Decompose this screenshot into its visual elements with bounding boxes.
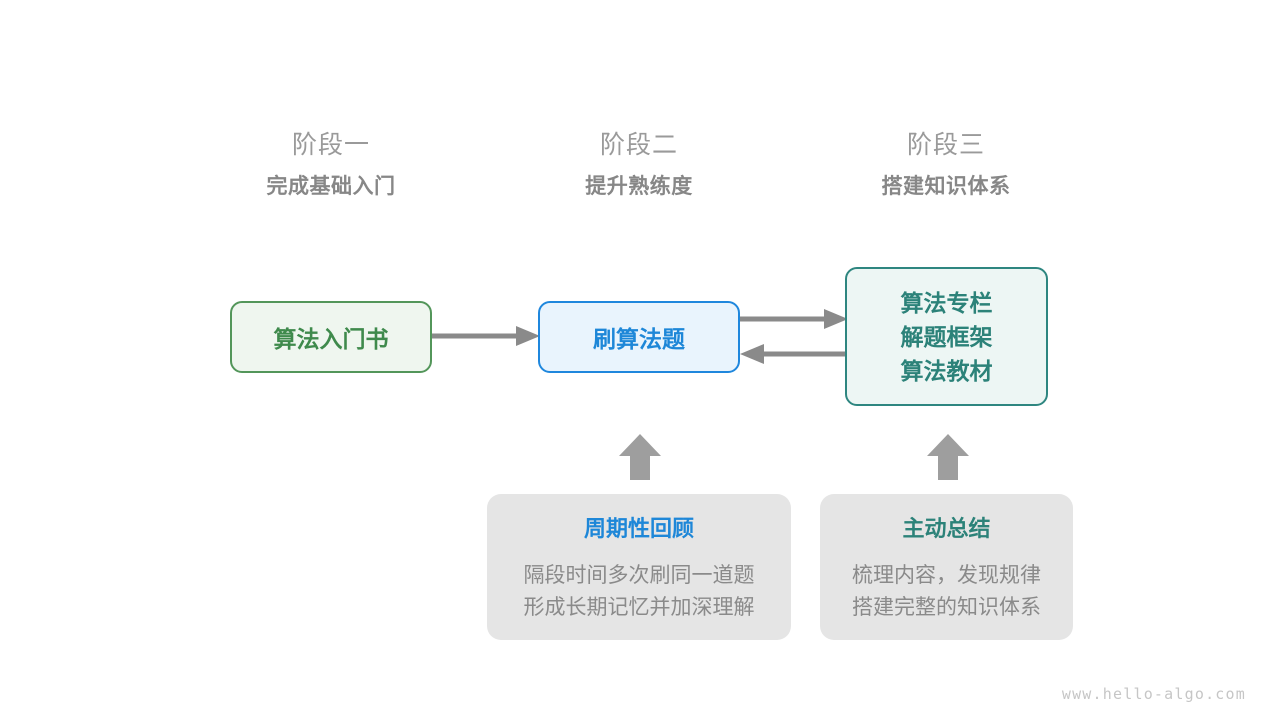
stage-heading-1: 阶段一 完成基础入门 (211, 130, 451, 199)
note-card-periodic-review[interactable]: 周期性回顾 隔段时间多次刷同一道题 形成长期记忆并加深理解 (487, 494, 791, 640)
node-knowledge-resources-line-1: 算法专栏 (900, 289, 993, 316)
arrow-system-to-practice-icon (740, 344, 850, 364)
stage-heading-2: 阶段二 提升熟练度 (519, 130, 759, 199)
arrow-practice-to-system-icon (738, 309, 848, 329)
note-card-active-summary-body-line-2: 搭建完整的知识体系 (852, 596, 1041, 620)
stage-subtitle-1: 完成基础入门 (266, 175, 396, 198)
arrow-book-to-practice-icon (430, 326, 540, 346)
stage-label-3: 阶段三 (906, 131, 985, 159)
node-practice-problems-label: 刷算法题 (593, 326, 685, 352)
note-card-periodic-review-body: 隔段时间多次刷同一道题 形成长期记忆并加深理解 (487, 560, 791, 624)
node-practice-problems[interactable]: 刷算法题 (538, 301, 740, 373)
node-knowledge-resources-line-3: 算法教材 (900, 357, 993, 384)
stage-subtitle-2: 提升熟练度 (585, 175, 693, 198)
arrow-review-up-icon (619, 434, 661, 480)
note-card-active-summary-body-line-1: 梳理内容，发现规律 (852, 564, 1041, 588)
note-card-periodic-review-title: 周期性回顾 (583, 516, 694, 541)
stage-label-1: 阶段一 (291, 131, 370, 159)
note-card-periodic-review-body-line-1: 隔段时间多次刷同一道题 (523, 564, 755, 588)
node-algorithm-intro-book[interactable]: 算法入门书 (230, 301, 432, 373)
note-card-active-summary-title: 主动总结 (902, 516, 991, 541)
stage-heading-3: 阶段三 搭建知识体系 (826, 130, 1066, 199)
node-knowledge-resources[interactable]: 算法专栏 解题框架 算法教材 (845, 267, 1048, 406)
note-card-active-summary-body: 梳理内容，发现规律 搭建完整的知识体系 (820, 560, 1073, 624)
stage-label-2: 阶段二 (599, 131, 678, 159)
arrow-summary-up-icon (927, 434, 969, 480)
stage-subtitle-3: 搭建知识体系 (881, 175, 1011, 198)
note-card-active-summary[interactable]: 主动总结 梳理内容，发现规律 搭建完整的知识体系 (820, 494, 1073, 640)
node-algorithm-intro-book-label: 算法入门书 (273, 326, 389, 352)
node-knowledge-resources-line-2: 解题框架 (900, 323, 993, 350)
watermark-url: www.hello-algo.com (1061, 685, 1246, 703)
note-card-periodic-review-body-line-2: 形成长期记忆并加深理解 (523, 596, 755, 620)
